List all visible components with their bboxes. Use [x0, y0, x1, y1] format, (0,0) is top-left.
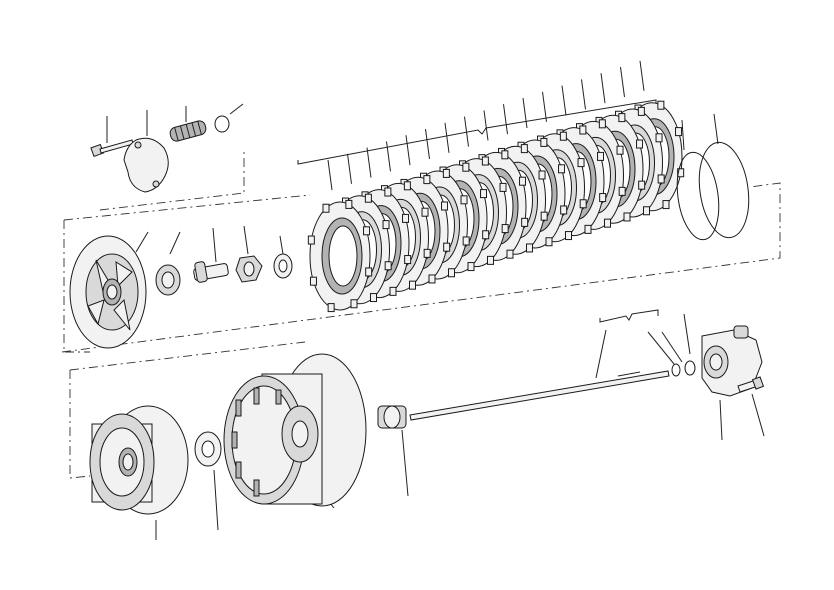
clutch-pushrod — [409, 329, 670, 421]
basket-slots — [231, 387, 282, 497]
clutch-hub — [89, 405, 189, 540]
spring-retainer-ring — [214, 103, 244, 133]
clutch-slave-cylinder — [683, 313, 763, 441]
hub-nut — [235, 225, 263, 283]
pushrod-mushroom — [193, 227, 229, 283]
group-boundary-lines — [61, 150, 781, 479]
slave-cylinder-bolt — [737, 376, 765, 437]
lock-washer — [273, 235, 293, 279]
clutch-o-rings — [676, 113, 750, 241]
pressure-plate — [69, 231, 149, 349]
thrust-bearing — [155, 231, 181, 296]
bracket-lines — [297, 99, 659, 323]
spring-cap-plate — [123, 110, 169, 193]
pushrod-bushing — [377, 405, 409, 497]
clutch-plate-stack — [307, 60, 685, 313]
clutch-spring — [169, 106, 207, 142]
pushrod-seals — [647, 331, 696, 377]
hub-washer — [194, 431, 222, 531]
clutch-plate — [307, 159, 373, 313]
pressure-plate-screw — [90, 116, 134, 158]
clutch-basket — [223, 353, 367, 509]
